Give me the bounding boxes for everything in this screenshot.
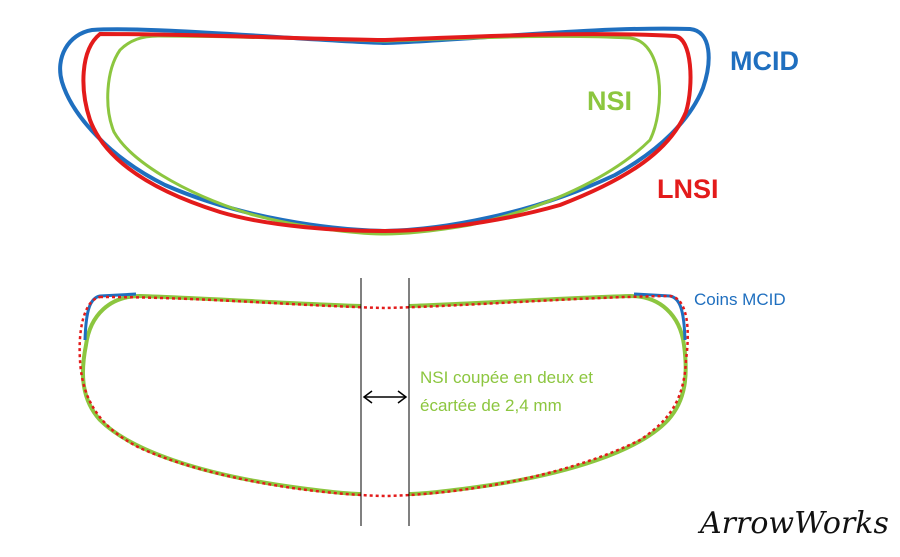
lnsi-label: LNSI [657,174,719,204]
cut-note-line1: NSI coupée en deux et [420,368,593,387]
gap-arrow [362,390,408,404]
mcid-label: MCID [730,46,799,76]
nsi-outline [106,34,661,236]
signature-logo: ArrowWorks [697,506,889,541]
lnsi-dotted-outline [78,294,689,498]
corners-label: Coins MCID [694,290,786,309]
nsi-left-half [80,293,362,496]
nsi-label: NSI [587,86,632,116]
bottom-cut-diagram [78,278,689,526]
mcid-corner-left [83,292,137,341]
lnsi-outline [81,31,693,234]
mcid-outline [58,26,711,234]
top-outline-comparison [58,26,711,236]
mcid-corner-right [633,292,687,341]
cut-note-line2: écartée de 2,4 mm [420,396,562,415]
nsi-right-half [408,293,688,496]
